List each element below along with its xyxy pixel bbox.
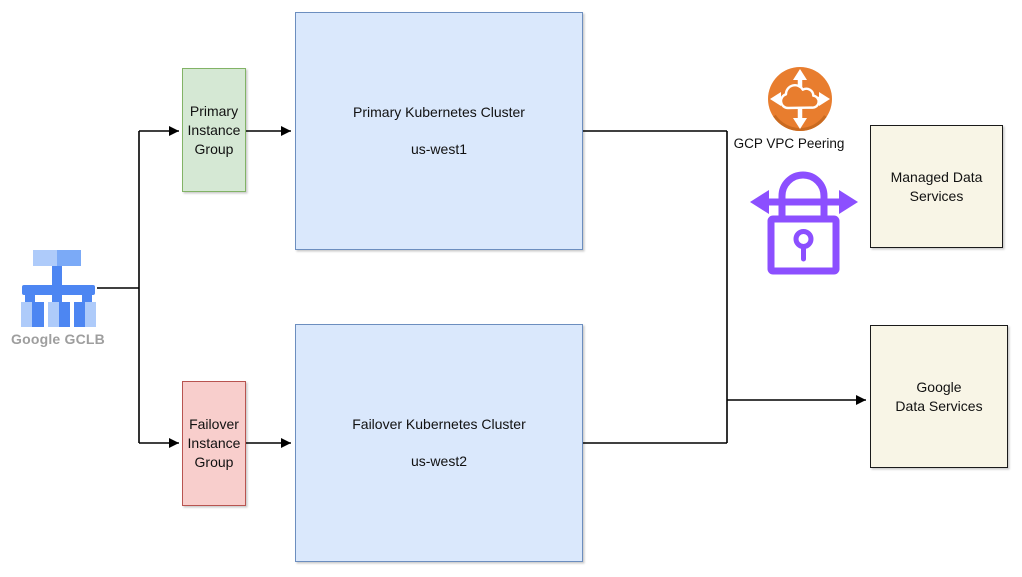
lock-arrow-right-head	[839, 190, 858, 214]
load-balancer-icon	[20, 250, 96, 327]
failover-kubernetes-cluster-node: Failover Kubernetes Cluster us-west2	[295, 324, 583, 562]
failover-cluster-title: Failover Kubernetes Cluster	[352, 416, 526, 432]
primary-kubernetes-cluster-node: Primary Kubernetes Cluster us-west1	[295, 12, 583, 250]
lb-bar-5	[73, 302, 85, 327]
lb-bar-4	[58, 302, 70, 327]
vpc-icon-bottom-rim	[768, 67, 832, 131]
lb-bar-3	[47, 302, 59, 327]
failover-instance-group-node: Failover Instance Group	[182, 381, 246, 506]
failover-cluster-region: us-west2	[410, 453, 468, 469]
google-data-services-node: Google Data Services	[870, 325, 1008, 468]
lb-crossbar	[21, 285, 95, 295]
lb-bar-6	[84, 302, 96, 327]
failover-instance-group-label: Failover Instance Group	[187, 416, 241, 470]
lb-stub-middle	[51, 294, 62, 304]
lb-top-left-block	[32, 250, 57, 266]
managed-data-services-node: Managed Data Services	[870, 125, 1003, 248]
lb-bar-1	[20, 302, 32, 327]
primary-cluster-region: us-west1	[410, 141, 468, 157]
primary-cluster-title: Primary Kubernetes Cluster	[353, 104, 525, 120]
primary-instance-group-node: Primary Instance Group	[182, 68, 246, 192]
google-data-services-label: Google Data Services	[895, 379, 983, 414]
lb-stub-left	[24, 294, 35, 304]
gclb-label: Google GCLB	[11, 331, 105, 347]
lb-stub-right	[81, 294, 92, 304]
managed-data-services-label: Managed Data Services	[890, 169, 983, 204]
primary-instance-group-label: Primary Instance Group	[187, 102, 241, 157]
lock-shackle	[778, 171, 828, 219]
vpc-peering-label: GCP VPC Peering	[733, 136, 845, 151]
vpc-icon-cloud	[779, 83, 820, 110]
vpc-icon-arrowheads	[770, 69, 830, 129]
lb-stem	[51, 266, 62, 286]
lock-arrow-left-head	[750, 190, 769, 214]
gclb-node: Google GCLB	[8, 249, 108, 349]
lb-top-right-block	[56, 250, 81, 266]
lb-bar-2	[31, 302, 44, 327]
vpc-peering-icon	[768, 67, 832, 131]
secure-connection-lock-icon	[750, 171, 858, 275]
